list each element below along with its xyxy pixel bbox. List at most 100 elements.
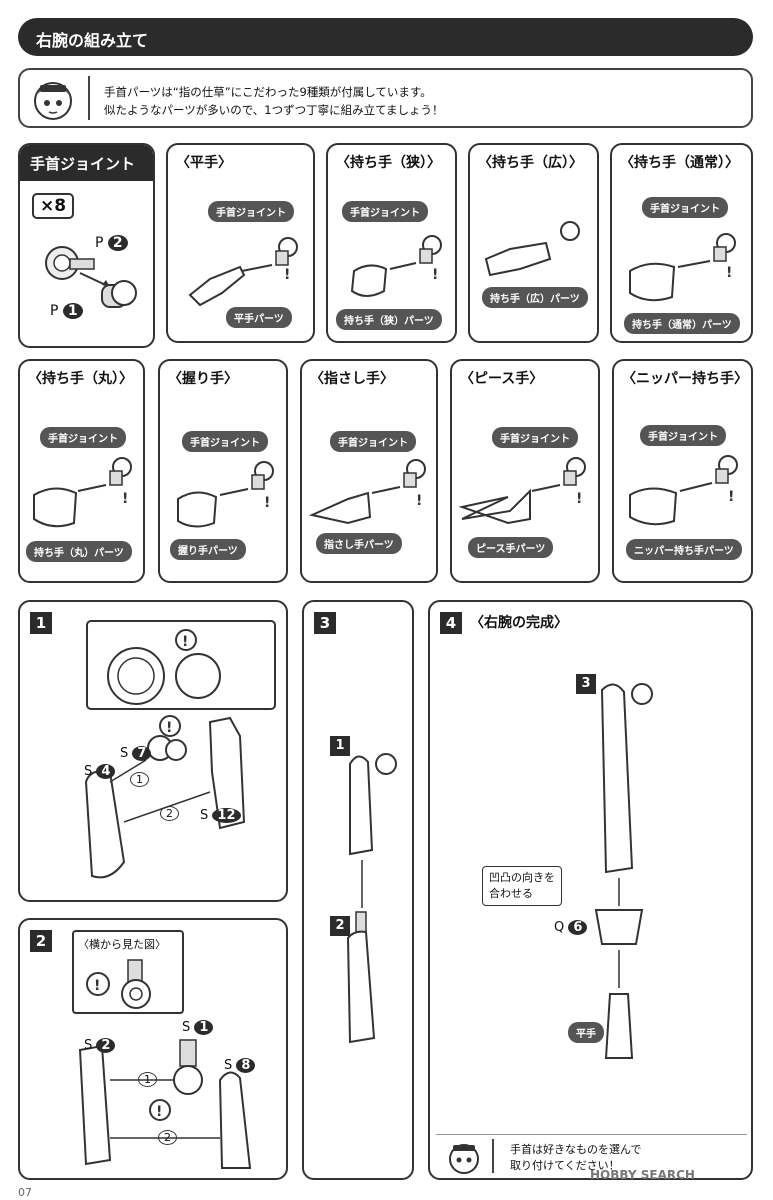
sub-part-3-marker: 3 — [576, 674, 596, 694]
step-4-title: 〈右腕の完成〉 — [470, 615, 568, 631]
fist-hand-diagram: ! — [177, 461, 274, 528]
order-1-marker: 1 — [138, 1072, 157, 1087]
svg-text:!: ! — [166, 720, 172, 736]
step1-arm-diagram: ! — [84, 715, 246, 879]
hand-panel-title: 〈持ち手（丸）〉 — [28, 371, 133, 387]
hand-panel-grip-wide: 〈持ち手（広）〉 持ち手（広）パーツ — [468, 143, 599, 343]
hand-panel-title: 〈持ち手（広）〉 — [478, 155, 583, 171]
wrist-joint-title: 手首ジョイント — [30, 155, 136, 173]
joint-label: 手首ジョイント — [182, 431, 268, 452]
sub-part-2-marker: 2 — [330, 916, 350, 936]
part-label: ピース手パーツ — [468, 537, 554, 558]
grip-normal-hand-diagram: ! — [629, 233, 736, 302]
order-1-marker: 1 — [130, 772, 149, 787]
part-label: 持ち手（広）パーツ — [482, 287, 588, 308]
hand-panel-peace: 〈ピース手〉 手首ジョイント ! ピース手パーツ — [450, 359, 600, 583]
step-3-panel: 3 1 2 — [302, 600, 414, 1180]
svg-text:!: ! — [416, 493, 422, 509]
align-note-line-2: 合わせる — [489, 887, 533, 900]
step-number: 2 — [30, 930, 52, 952]
step1-detail-callout: ! — [86, 620, 276, 710]
hand-panel-flat: 〈平手〉 手首ジョイント ! 平手パーツ — [166, 143, 315, 343]
wrist-joint-panel: 手首ジョイント ×8 P 2 P 1 — [18, 143, 155, 348]
flat-hand-diagram: ! — [188, 237, 298, 307]
watermark: HOBBY SEARCH — [590, 1168, 695, 1182]
hand-panel-title: 〈ニッパー持ち手〉 — [622, 371, 748, 387]
step-number: 3 — [314, 612, 336, 634]
wrist-joint-header: 手首ジョイント — [20, 145, 153, 181]
part-label: ニッパー持ち手パーツ — [626, 539, 742, 560]
peace-hand-diagram: ! — [458, 457, 586, 525]
character-face-icon — [449, 1144, 479, 1174]
hand-panel-title: 〈指さし手〉 — [310, 371, 394, 387]
step-1-panel: 1 ! ! S 7 S 4 1 2 S 12 — [18, 600, 288, 902]
svg-text:!: ! — [264, 495, 270, 511]
grip-wide-hand-diagram — [484, 221, 580, 277]
svg-text:!: ! — [432, 267, 438, 283]
step-number: 1 — [30, 612, 52, 634]
part-s1-label: S 1 — [182, 1020, 214, 1035]
svg-text:!: ! — [726, 265, 732, 281]
joint-label: 手首ジョイント — [640, 425, 726, 446]
hand-panel-title: 〈持ち手（狭）〉 — [336, 155, 441, 171]
hand-panel-title: 〈ピース手〉 — [460, 371, 544, 387]
step3-arm-diagram — [346, 753, 397, 1044]
part-label: 持ち手（狭）パーツ — [336, 309, 442, 330]
svg-text:!: ! — [182, 634, 188, 650]
hand-panel-fist: 〈握り手〉 手首ジョイント ! 握り手パーツ — [158, 359, 288, 583]
part-s7-label: S 7 — [120, 746, 152, 761]
character-face-icon — [34, 82, 72, 120]
side-view-title: 〈横から見た図〉 — [78, 938, 166, 951]
part-label: 持ち手（通常）パーツ — [624, 313, 740, 334]
joint-label: 手首ジョイント — [330, 431, 416, 452]
align-note-box: 凹凸の向きを 合わせる — [482, 866, 562, 906]
part-s4-label: S 4 — [84, 764, 116, 779]
step-2-panel: 2 〈横から見た図〉 ! ! S 1 S 2 S 8 1 2 — [18, 918, 288, 1180]
svg-text:!: ! — [576, 491, 582, 507]
section-header: 右腕の組み立て — [18, 18, 753, 56]
align-note-line-1: 凹凸の向きを — [489, 871, 555, 884]
svg-text:!: ! — [728, 489, 734, 505]
hand-panel-grip-narrow: 〈持ち手（狭）〉 手首ジョイント ! 持ち手（狭）パーツ — [326, 143, 457, 343]
part-q6-label: Q 6 — [554, 920, 588, 935]
svg-text:!: ! — [156, 1104, 162, 1120]
hand-panel-grip-round: 〈持ち手（丸）〉 手首ジョイント ! 持ち手（丸）パーツ — [18, 359, 145, 583]
sub-part-1-marker: 1 — [330, 736, 350, 756]
flat-hand-label: 平手 — [568, 1022, 604, 1043]
notice-divider — [88, 76, 90, 120]
part-label: 指さし手パーツ — [316, 533, 402, 554]
part-p1-label: P 1 — [50, 303, 83, 319]
wrist-joint-diagram — [45, 246, 137, 308]
hand-panel-title: 〈平手〉 — [176, 155, 232, 171]
side-view-callout: 〈横から見た図〉 ! — [72, 930, 184, 1014]
footer-line-2: 取り付けてください！ — [510, 1159, 620, 1172]
notice-box: 手首パーツは“指の仕草”にこだわった9種類が付属しています。 似たようなパーツが… — [18, 68, 753, 128]
part-label: 平手パーツ — [226, 307, 292, 328]
footer-line-1: 手首は好きなものを選んで — [510, 1143, 642, 1156]
joint-label: 手首ジョイント — [492, 427, 578, 448]
grip-narrow-hand-diagram: ! — [350, 235, 442, 297]
step-4-panel: 4 〈右腕の完成〉 3 凹凸の向きを 合わせる Q 6 平手 手首は好きなものを… — [428, 600, 753, 1180]
hand-panel-title: 〈持ち手（通常）〉 — [620, 155, 739, 171]
quantity-badge: ×8 — [32, 193, 75, 219]
page-number: 07 — [18, 1186, 32, 1199]
svg-text:!: ! — [122, 491, 128, 507]
joint-label: 手首ジョイント — [40, 427, 126, 448]
side-view-diagram: ! — [86, 959, 151, 1009]
hand-panel-grip-normal: 〈持ち手（通常）〉 手首ジョイント ! 持ち手（通常）パーツ — [610, 143, 753, 343]
joint-label: 手首ジョイント — [342, 201, 428, 222]
order-2-marker: 2 — [160, 806, 179, 821]
section-title: 右腕の組み立て — [36, 31, 149, 50]
nipper-hand-diagram: ! — [629, 455, 738, 526]
part-s8-label: S 8 — [224, 1058, 256, 1073]
step4-footer: 手首は好きなものを選んで 取り付けてください！ — [436, 1134, 747, 1176]
order-2-marker: 2 — [158, 1130, 177, 1145]
notice-line-2: 似たようなパーツが多いので、1つずつ丁寧に組み立てましょう！ — [104, 103, 444, 117]
hand-panel-nipper: 〈ニッパー持ち手〉 手首ジョイント ! ニッパー持ち手パーツ — [612, 359, 753, 583]
notice-line-1: 手首パーツは“指の仕草”にこだわった9種類が付属しています。 — [104, 85, 432, 99]
pointing-hand-diagram: ! — [308, 459, 426, 525]
part-p2-label: P 2 — [95, 235, 128, 251]
part-label: 握り手パーツ — [170, 539, 246, 560]
step-number: 4 — [440, 612, 462, 634]
part-s12-label: S 12 — [200, 808, 241, 823]
